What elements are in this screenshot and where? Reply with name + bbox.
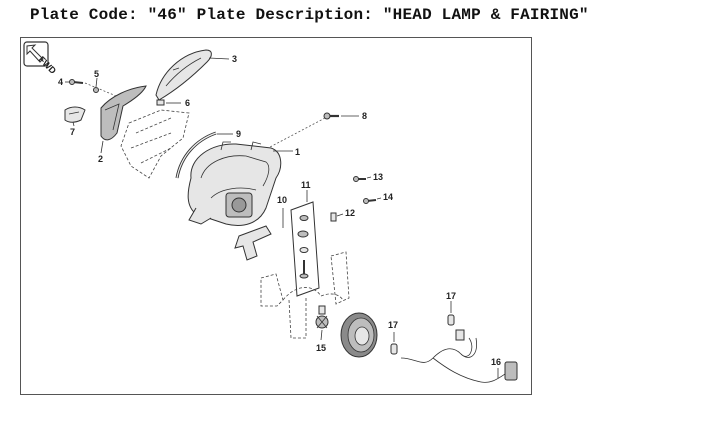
plate-header: Plate Code: "46" Plate Description: "HEA… (30, 6, 589, 24)
part-bulb-15[interactable] (315, 305, 329, 329)
part-screw-4[interactable] (69, 79, 84, 85)
part-headlamp-cover[interactable] (340, 312, 378, 358)
part-screw-14[interactable] (363, 198, 377, 204)
part-nut-5[interactable] (93, 87, 99, 93)
callout-8: 8 (362, 111, 367, 121)
fwd-arrow-icon: FWD (23, 41, 59, 76)
part-wiring-harness-16[interactable] (400, 329, 518, 383)
part-bulb-17-upper[interactable] (447, 314, 455, 326)
callout-15: 15 (316, 343, 326, 353)
callout-3: 3 (232, 54, 237, 64)
plate-desc-label: Plate Description: (186, 6, 383, 24)
callout-17-lower: 17 (388, 320, 398, 330)
exploded-parts-diagram: FWD 3 4 5 2 (23, 41, 518, 383)
callout-13: 13 (373, 172, 383, 182)
callout-2: 2 (98, 154, 103, 164)
part-bracket-10[interactable] (234, 225, 272, 261)
part-trim-strip-9[interactable] (175, 131, 217, 179)
callout-10: 10 (277, 195, 287, 205)
callout-7: 7 (70, 127, 75, 137)
callout-11: 11 (301, 180, 311, 190)
plate-code-label: Plate Code: (30, 6, 148, 24)
parts-diagram-frame: FWD 3 4 5 2 (20, 37, 532, 395)
part-adjuster-kit-11[interactable] (290, 201, 320, 297)
part-bolt-8[interactable] (323, 112, 339, 120)
plate-desc-value: "HEAD LAMP & FAIRING" (382, 6, 589, 24)
part-clip-12[interactable] (330, 212, 337, 222)
callout-12: 12 (345, 208, 355, 218)
callout-9: 9 (236, 129, 241, 139)
part-screw-13[interactable] (353, 176, 367, 182)
part-headlamp-assembly[interactable] (187, 141, 282, 226)
part-clip-6[interactable] (156, 99, 165, 106)
callout-6: 6 (185, 98, 190, 108)
frame-ghost-outline (120, 109, 190, 179)
fork-ghost-outline (260, 251, 350, 339)
callout-1: 1 (295, 147, 300, 157)
callout-17-upper: 17 (446, 291, 456, 301)
callout-5: 5 (94, 69, 99, 79)
callout-4: 4 (58, 77, 63, 87)
plate-code-value: "46" (147, 6, 187, 24)
part-bulb-17-lower[interactable] (390, 343, 398, 355)
part-windscreen[interactable] (155, 49, 212, 101)
part-side-fairing[interactable] (100, 85, 147, 141)
callout-14: 14 (383, 192, 393, 202)
part-emblem-7[interactable] (64, 106, 86, 123)
callout-16: 16 (491, 357, 501, 367)
